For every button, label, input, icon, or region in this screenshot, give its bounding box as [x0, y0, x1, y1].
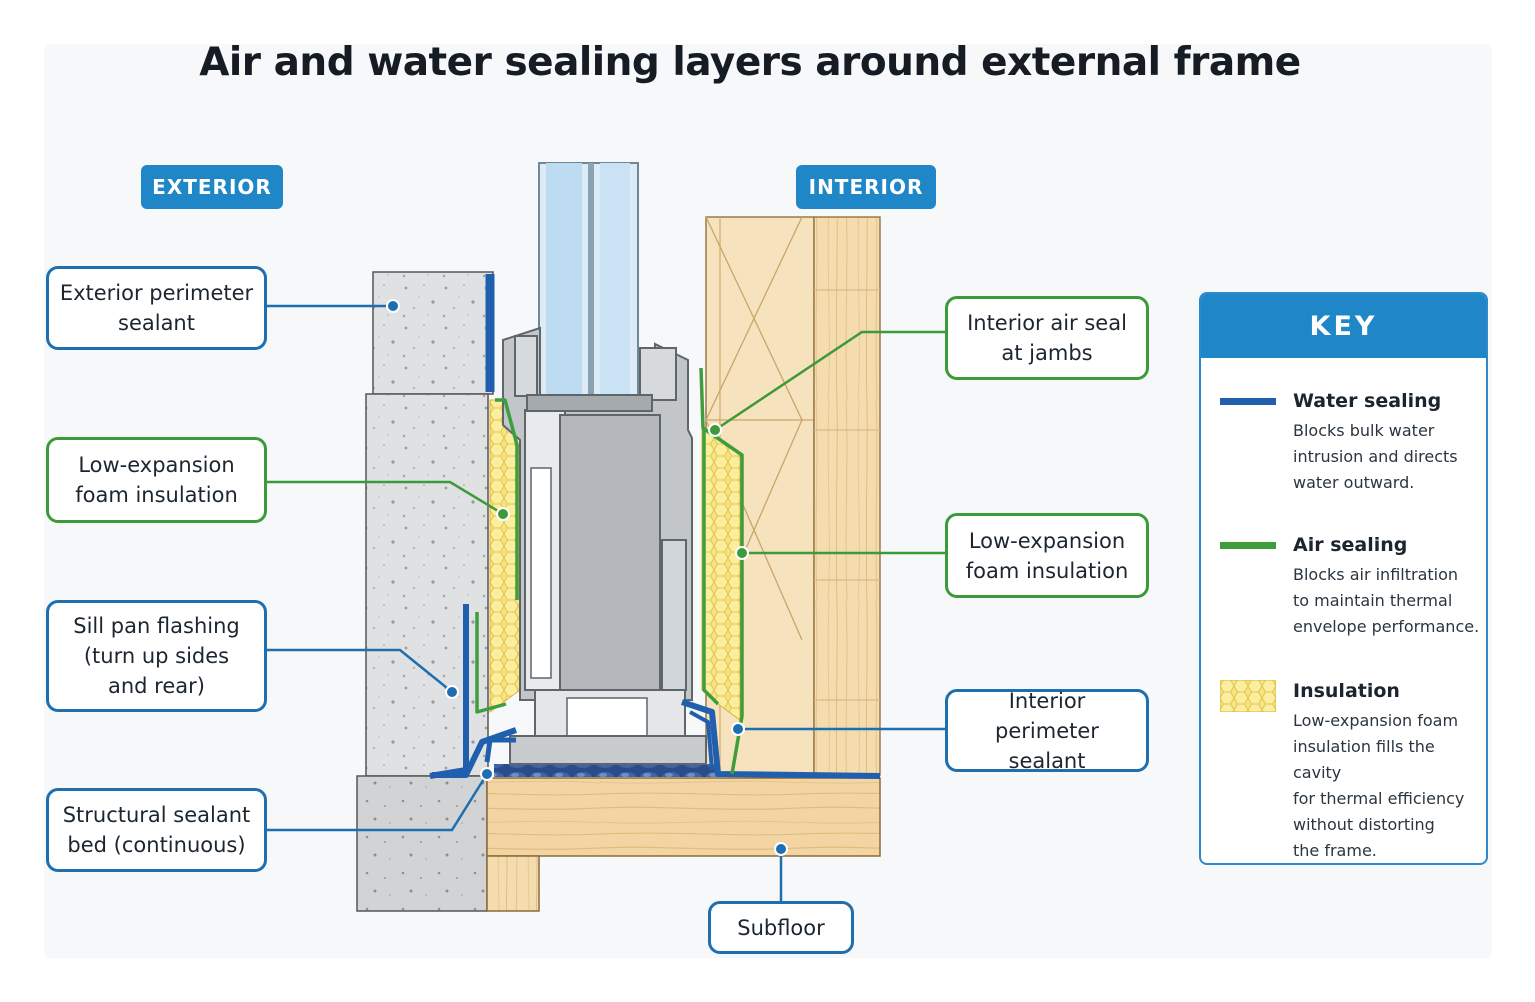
callout-line: Low-expansion — [968, 528, 1126, 553]
key-desc-line: Low-expansion foam — [1293, 711, 1459, 730]
key-desc-line: the frame. — [1293, 841, 1377, 860]
water-sealing-layers — [429, 274, 881, 779]
exterior-tag: EXTERIOR — [141, 165, 283, 209]
glazing-unit — [538, 162, 639, 396]
leader-dots — [386, 299, 788, 856]
key-desc-line: intrusion and directs — [1293, 447, 1458, 466]
key-desc-line: envelope performance. — [1293, 617, 1480, 636]
water-sealing-swatch — [1220, 398, 1276, 405]
callout-low-expansion-foam-exterior: Low-expansion foam insulation — [46, 437, 267, 523]
key-heading: KEY — [1201, 294, 1486, 358]
callout-interior-perimeter-sealant: Interior perimeter sealant — [945, 688, 1149, 773]
key-item-description: Blocks bulk water intrusion and directs … — [1293, 418, 1485, 496]
diagram-title: Air and water sealing layers around exte… — [199, 40, 1301, 85]
callout-line: (turn up sides — [83, 644, 230, 668]
callout-line: Sill pan flashing — [73, 614, 240, 638]
key-desc-line: without distorting — [1293, 815, 1435, 834]
foam-insulation-interior — [701, 427, 741, 721]
key-item-description: Low-expansion foam insulation fills the … — [1293, 708, 1485, 863]
subfloor-timber — [486, 777, 881, 912]
callout-line: Structural sealant — [62, 803, 251, 827]
callout-line: Exterior perimeter — [59, 281, 254, 305]
callout-subfloor: Subfloor — [708, 901, 854, 954]
key-desc-line: water outward. — [1293, 473, 1415, 492]
key-item-name: Water sealing — [1293, 390, 1442, 412]
callout-line: Interior air seal — [967, 311, 1127, 335]
callout-exterior-perimeter-sealant: Exterior perimeter sealant — [46, 266, 267, 350]
callout-sill-pan-flashing: Sill pan flashing (turn up sides and rea… — [46, 600, 267, 712]
callout-line: and rear) — [108, 674, 205, 698]
interior-tag: INTERIOR — [796, 165, 936, 209]
callout-structural-sealant-bed: Structural sealant bed (continuous) — [46, 788, 267, 872]
exterior-concrete-wall — [356, 271, 494, 912]
callout-line: sealant — [1008, 748, 1086, 773]
callout-line: foam insulation — [75, 483, 238, 507]
callout-line: Low-expansion — [78, 453, 235, 477]
key-desc-line: for thermal efficiency — [1293, 789, 1465, 808]
callout-line: Interior perimeter — [995, 688, 1099, 743]
callout-line: bed (continuous) — [67, 833, 246, 857]
key-desc-line: insulation fills the cavity — [1293, 737, 1435, 782]
key-legend: KEY Water sealing Blocks bulk water intr… — [1199, 292, 1488, 865]
air-sealing-swatch — [1220, 542, 1276, 549]
insulation-swatch — [1220, 680, 1276, 712]
structural-sealant-bed — [494, 764, 718, 777]
key-desc-line: to maintain thermal — [1293, 591, 1453, 610]
callout-line: Subfloor — [737, 915, 825, 940]
callout-interior-air-seal: Interior air seal at jambs — [945, 296, 1149, 380]
aluminium-window-frame — [502, 326, 707, 765]
key-item-description: Blocks air infiltration to maintain ther… — [1293, 562, 1485, 640]
leader-lines — [267, 304, 945, 902]
key-item-name: Air sealing — [1293, 534, 1408, 556]
key-desc-line: Blocks air infiltration — [1293, 565, 1459, 584]
key-desc-line: Blocks bulk water — [1293, 421, 1435, 440]
callout-low-expansion-foam-interior: Low-expansion foam insulation — [945, 513, 1149, 598]
callout-line: at jambs — [1001, 341, 1093, 365]
callout-line: foam insulation — [965, 558, 1129, 583]
key-item-name: Insulation — [1293, 680, 1400, 702]
callout-line: sealant — [118, 311, 195, 335]
